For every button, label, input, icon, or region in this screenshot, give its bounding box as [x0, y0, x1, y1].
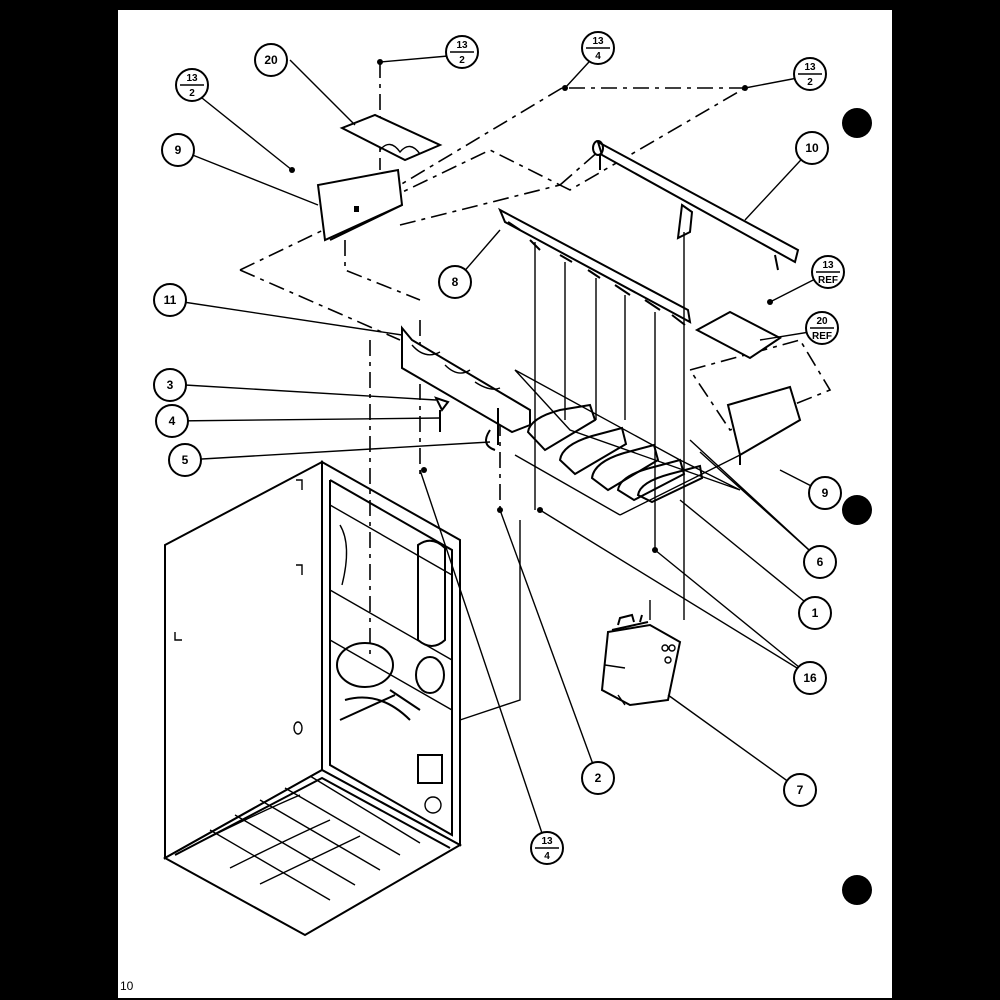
- svg-text:4: 4: [544, 851, 550, 862]
- svg-text:2: 2: [189, 88, 195, 99]
- mounting-bracket-right: [726, 385, 802, 465]
- svg-text:4: 4: [169, 414, 176, 428]
- mounting-bracket-left: [316, 168, 404, 242]
- svg-text:8: 8: [452, 275, 459, 289]
- heat-shield-right: [694, 310, 782, 360]
- svg-text:REF: REF: [818, 275, 838, 286]
- furnace-cabinet: [162, 460, 463, 937]
- pilot-hardware: [434, 203, 694, 451]
- svg-text:16: 16: [803, 671, 817, 685]
- callout-13-2-right: 13 2: [793, 57, 827, 91]
- callout-8: 8: [438, 265, 472, 299]
- svg-text:2: 2: [459, 55, 465, 66]
- callout-13-ref: 13 REF: [811, 255, 845, 289]
- callout-11: 11: [153, 283, 187, 317]
- binder-hole-middle: [842, 495, 872, 525]
- svg-text:1: 1: [812, 606, 819, 620]
- svg-text:13: 13: [822, 260, 834, 271]
- callout-2: 2: [581, 761, 615, 795]
- callout-20: 20: [254, 43, 288, 77]
- svg-text:11: 11: [164, 293, 177, 307]
- gas-manifold-pipe: [592, 139, 800, 271]
- page-number: 10: [120, 979, 134, 993]
- binder-hole-top: [842, 108, 872, 138]
- callout-5: 5: [168, 443, 202, 477]
- binder-hole-bottom: [842, 875, 872, 905]
- callout-20-ref: 20 REF: [805, 311, 839, 345]
- svg-text:3: 3: [167, 378, 174, 392]
- callout-13-2-top: 13 2: [445, 35, 479, 69]
- svg-text:6: 6: [817, 555, 824, 569]
- svg-text:2: 2: [807, 77, 813, 88]
- burner-orifice-rail: [498, 207, 692, 550]
- callout-6: 6: [803, 545, 837, 579]
- svg-text:10: 10: [805, 141, 819, 155]
- callout-13-2-left: 13 2: [175, 68, 209, 102]
- callout-7: 7: [783, 773, 817, 807]
- svg-text:5: 5: [182, 453, 189, 467]
- callout-9-right: 9: [808, 476, 842, 510]
- callout-1: 1: [798, 596, 832, 630]
- callout-10: 10: [795, 131, 829, 165]
- callout-4: 4: [155, 404, 189, 438]
- svg-text:9: 9: [175, 143, 182, 157]
- svg-text:13: 13: [456, 40, 468, 51]
- svg-text:13: 13: [592, 36, 604, 47]
- callout-9-left: 9: [161, 133, 195, 167]
- callout-13-4-bottom: 13 4: [530, 831, 564, 865]
- svg-text:13: 13: [541, 836, 553, 847]
- burner-row: [514, 369, 741, 516]
- svg-text:13: 13: [804, 62, 816, 73]
- gas-valve: [600, 613, 682, 707]
- svg-text:2: 2: [595, 771, 602, 785]
- svg-text:13: 13: [186, 73, 198, 84]
- svg-text:REF: REF: [812, 331, 832, 342]
- fastener-dots: [289, 59, 773, 553]
- callout-16: 16: [793, 661, 827, 695]
- svg-text:20: 20: [816, 316, 828, 327]
- burner-rack: [401, 325, 531, 445]
- svg-text:4: 4: [595, 51, 601, 62]
- svg-text:7: 7: [797, 783, 804, 797]
- callout-13-4-top: 13 4: [581, 31, 615, 65]
- heat-shield-top: [339, 113, 443, 162]
- callout-3: 3: [153, 368, 187, 402]
- svg-text:9: 9: [822, 486, 829, 500]
- svg-text:20: 20: [264, 53, 278, 67]
